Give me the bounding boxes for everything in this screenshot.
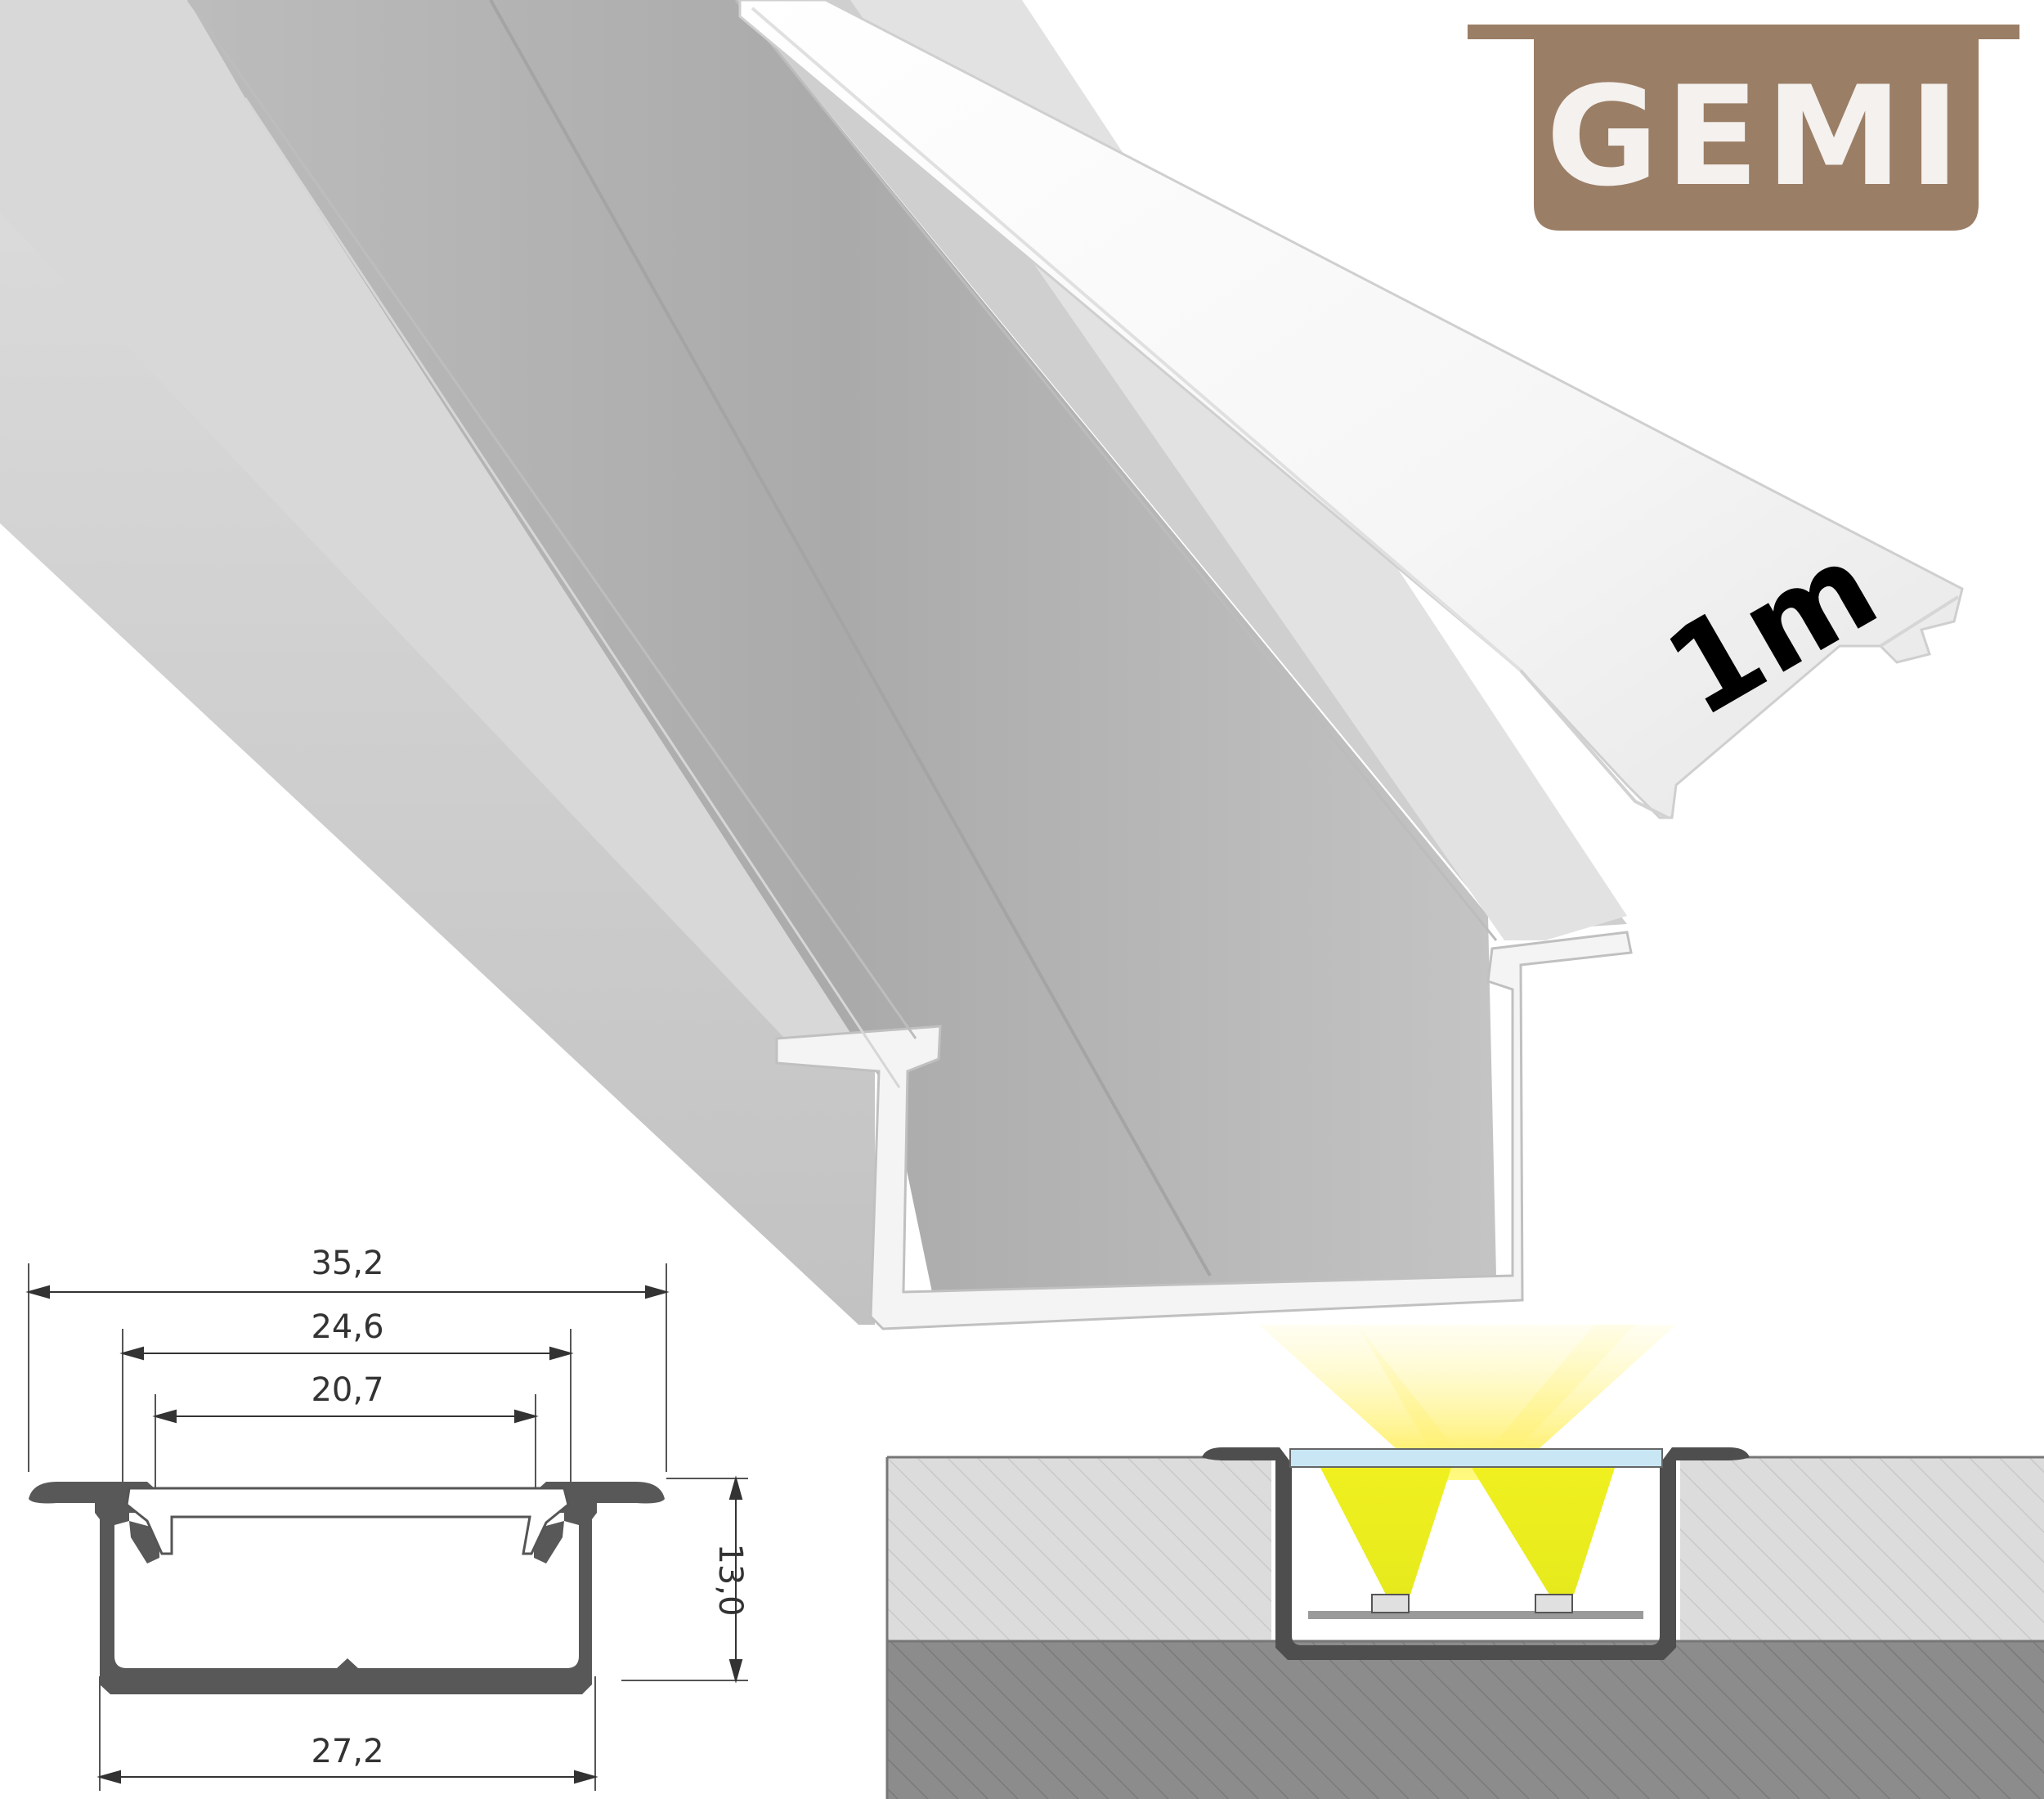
- diffuser-cross-section: [125, 1487, 570, 1555]
- dim-label-bottom-width: 27,2: [311, 1733, 383, 1770]
- light-beam-outer-right: [1464, 1325, 1676, 1480]
- diffuser-cover-body: [738, 0, 1964, 819]
- light-beam-inner-left: [1320, 1468, 1451, 1595]
- dim-label-inner-flange: 24,6: [311, 1308, 383, 1346]
- dim-label-diffuser: 20,7: [311, 1371, 383, 1409]
- light-beam-inner-right: [1472, 1468, 1615, 1595]
- led-chip-right: [1535, 1594, 1573, 1613]
- diffuser-cover-render: 1m: [738, 0, 1964, 819]
- gemi-logo-badge: [1468, 25, 2019, 231]
- gemi-logo-text: GEMI: [1546, 56, 1966, 217]
- profile-front-face: [775, 931, 1633, 1330]
- dim-label-height: 13,0: [711, 1543, 749, 1616]
- gemi-logo: GEMI: [1468, 25, 2019, 231]
- led-chip-left: [1371, 1594, 1410, 1613]
- profile-channel-floor: [188, 0, 1496, 1292]
- installed-diffuser: [1289, 1448, 1663, 1468]
- aluminium-profile-render: [0, 0, 1633, 1330]
- wall-base: [887, 1641, 2044, 1799]
- wall-surface-left: [887, 1457, 1271, 1641]
- wall-surface-right: [1680, 1457, 2044, 1641]
- installation-diagram: [885, 1325, 2044, 1799]
- dimension-drawing: 35,2 24,6 20,7 13,0 27,2: [25, 1245, 749, 1791]
- dim-label-total-width: 35,2: [311, 1245, 383, 1282]
- led-strip: [1308, 1611, 1643, 1619]
- profile-cross-section: [29, 1482, 665, 1694]
